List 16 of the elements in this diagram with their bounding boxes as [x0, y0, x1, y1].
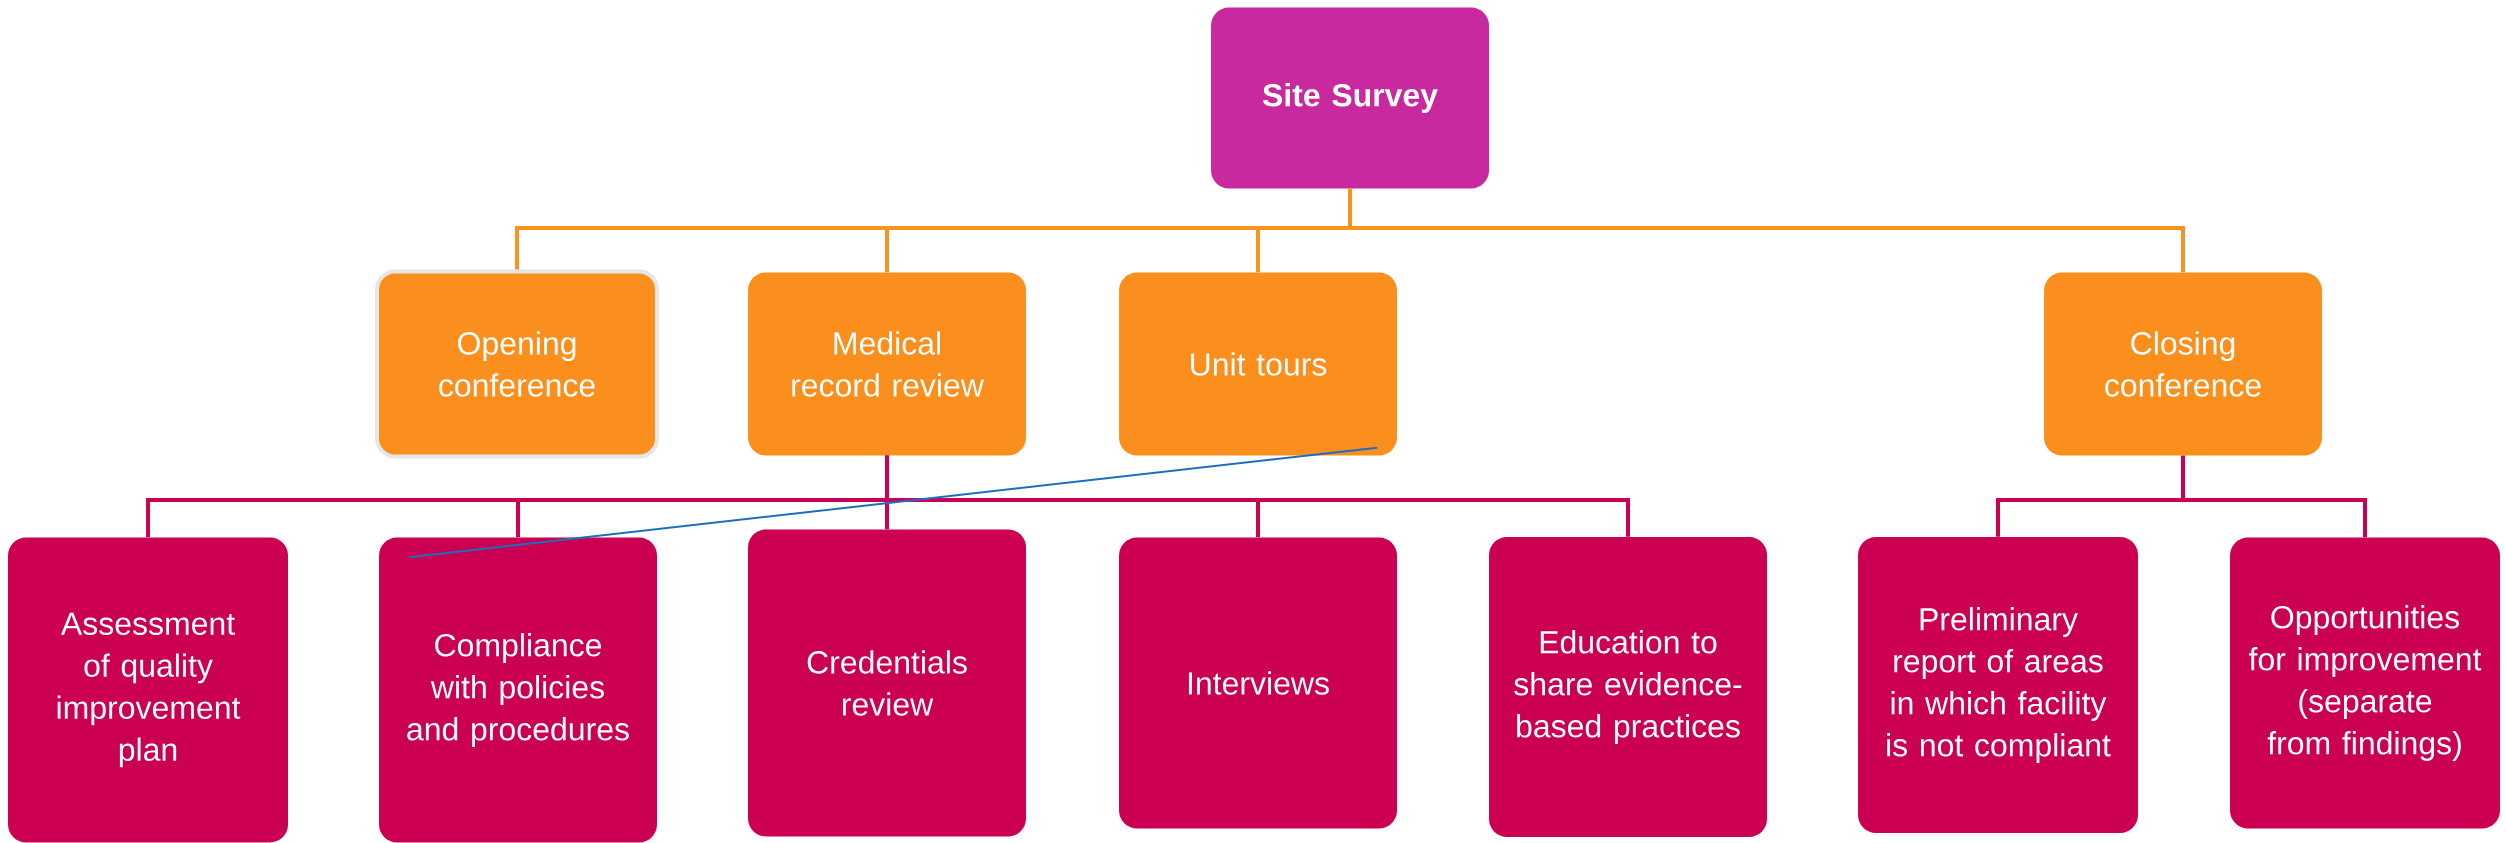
process-box: Opportunities for improvement (separate from findings)	[2230, 537, 2500, 829]
process-box: Unit tours	[1119, 272, 1397, 456]
tree-connector	[885, 455, 1630, 537]
process-box: Education to share evidence-based practices	[1489, 537, 1767, 837]
tree-connector	[1348, 188, 2185, 273]
process-box: Credentials review	[748, 529, 1026, 837]
process-box: Compliance with policies and procedures	[379, 537, 657, 843]
process-box: Opening conference	[375, 269, 659, 459]
connector-line	[407, 446, 1379, 559]
process-box: Closing conference	[2044, 272, 2322, 456]
process-box: Preliminary report of areas in which facility is not compliant	[1858, 537, 2138, 833]
process-box: Assessment of quality improvement plan	[8, 537, 288, 843]
process-box: Interviews	[1119, 537, 1397, 829]
title-box: Site Survey	[1211, 7, 1489, 189]
process-box: Medical record review	[748, 272, 1026, 456]
tree-connector	[2181, 455, 2367, 538]
